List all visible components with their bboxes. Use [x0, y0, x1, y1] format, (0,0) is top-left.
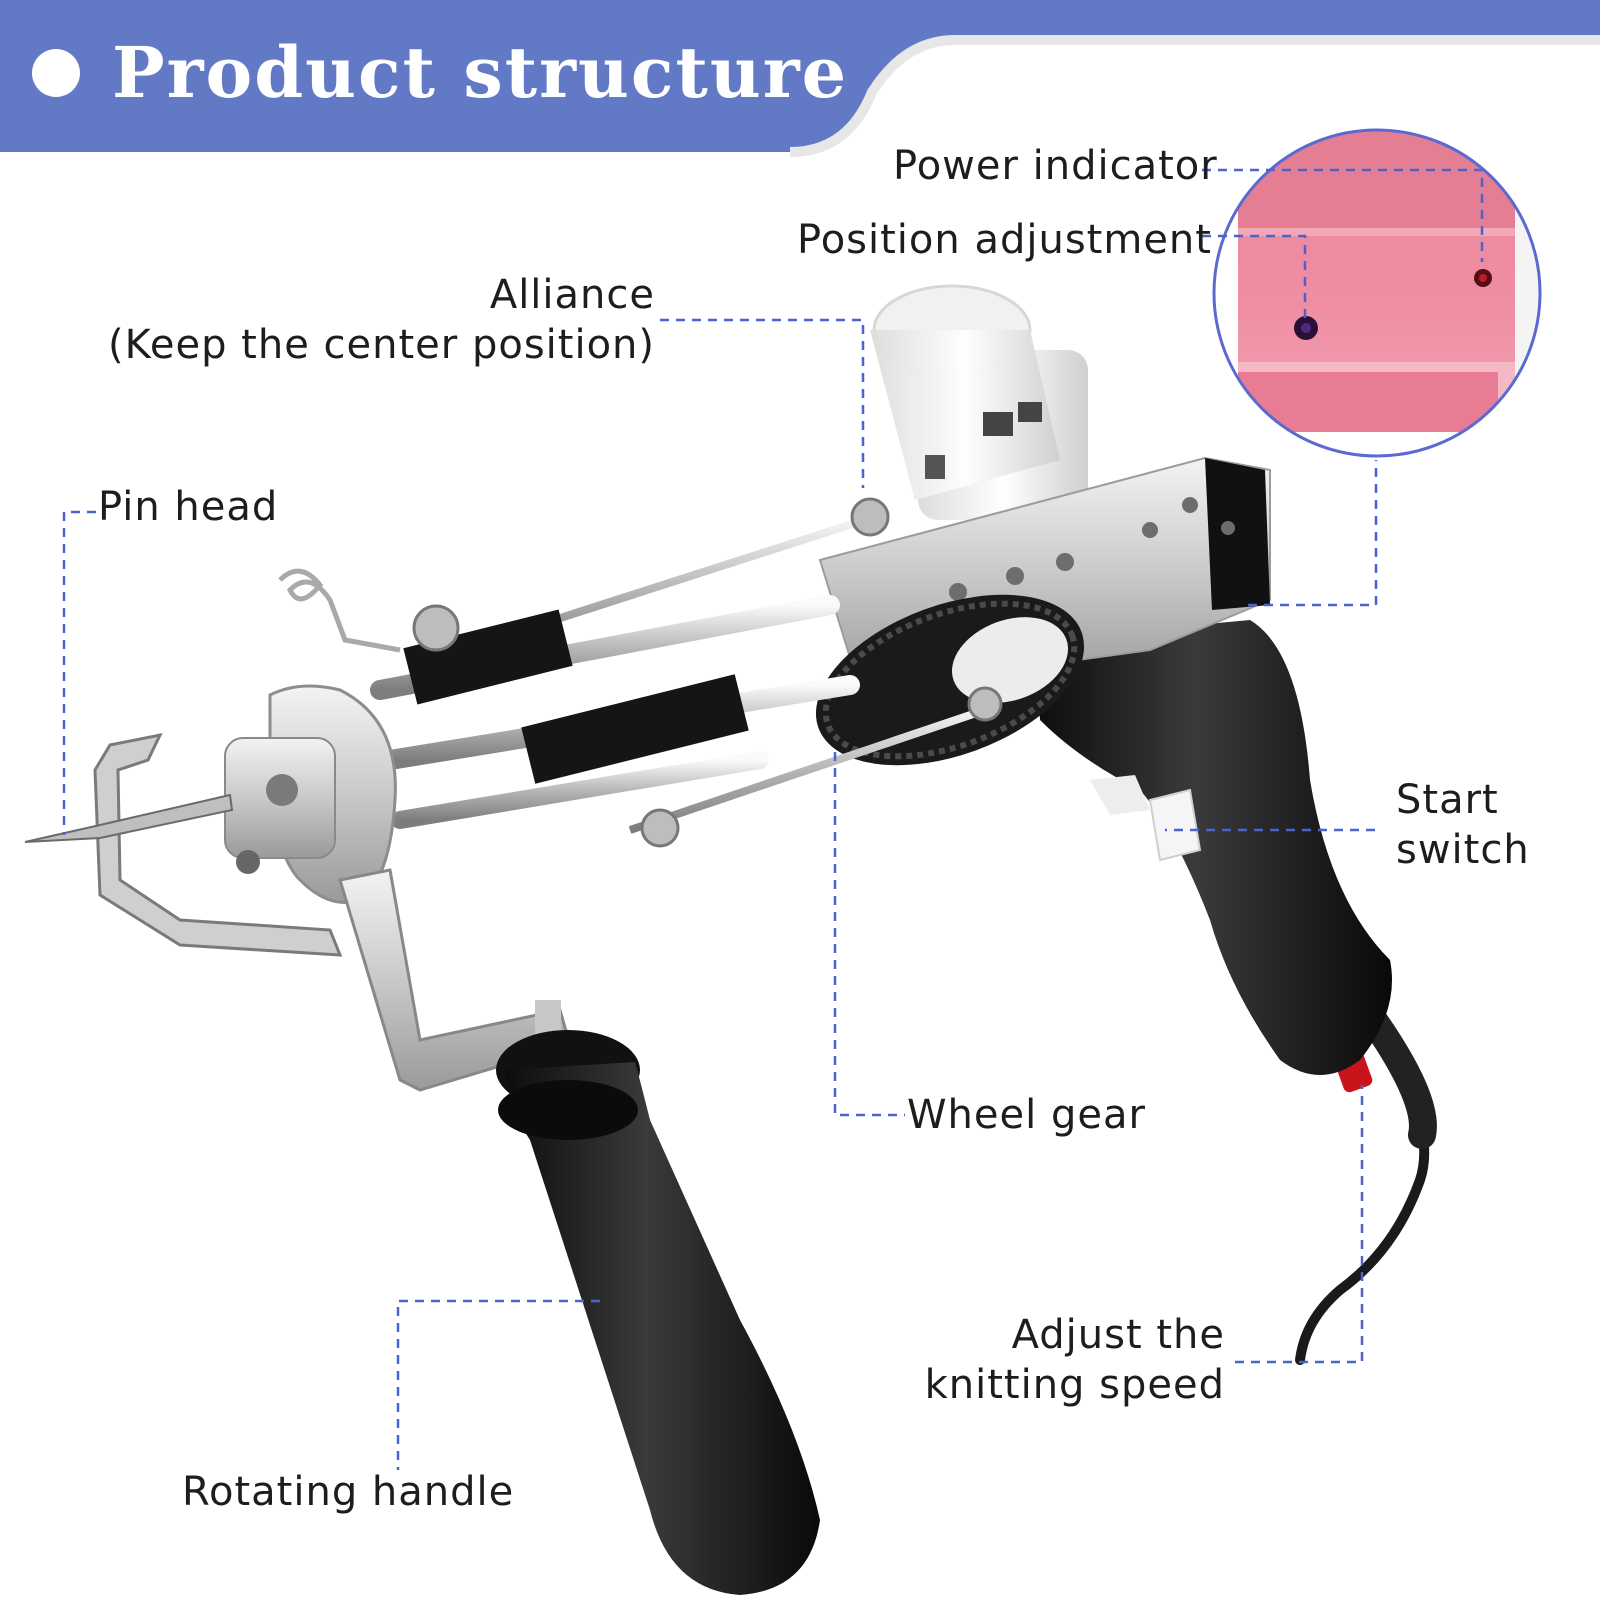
leader-pin-head: [62, 510, 96, 835]
wheel-gear: [815, 594, 1085, 766]
label-start-switch-line-2: switch: [1396, 827, 1530, 873]
leader-inset-to-body: [1248, 460, 1378, 607]
label-adjust-speed-line-1: Adjust the: [1011, 1312, 1225, 1358]
leader-adjust-speed: [1235, 1085, 1364, 1364]
label-adjust-speed: Adjust the knitting speed: [880, 1310, 1225, 1410]
label-adjust-speed-line-2: knitting speed: [924, 1362, 1225, 1408]
label-position-adjustment: Position adjustment: [797, 217, 1212, 263]
label-power-indicator: Power indicator: [893, 143, 1218, 189]
rotating-handle-grip: [496, 1000, 820, 1595]
bullet-dot-icon: [32, 49, 80, 97]
callout-lines: [62, 168, 1484, 1470]
leader-rotating-handle: [396, 1299, 600, 1470]
motor: [870, 284, 1088, 520]
leader-position-adjustment: [1202, 234, 1307, 318]
leader-power-indicator: [1202, 168, 1484, 262]
label-wheel-gear: Wheel gear: [907, 1092, 1146, 1138]
page-title: Product structure: [112, 31, 849, 114]
label-rotating-handle: Rotating handle: [182, 1469, 515, 1515]
leader-alliance: [660, 318, 865, 488]
label-start-switch-line-1: Start: [1396, 777, 1499, 823]
tufting-gun-photo: [24, 284, 1437, 1595]
header-band: [0, 0, 1600, 157]
label-alliance: Alliance (Keep the center position): [40, 270, 655, 370]
leader-wheel-gear: [833, 752, 905, 1117]
label-start-switch: Start switch: [1396, 775, 1530, 875]
label-pin-head: Pin head: [98, 484, 279, 530]
label-alliance-line-1: Alliance: [489, 272, 655, 318]
label-alliance-line-2: (Keep the center position): [108, 322, 655, 368]
